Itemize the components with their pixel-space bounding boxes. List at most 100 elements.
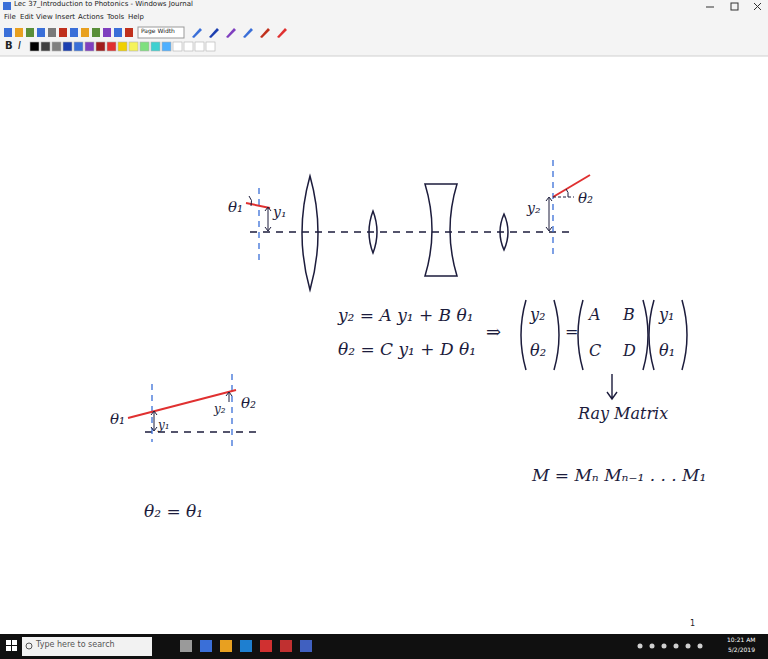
clock-date: 5/2/2019 [728, 647, 755, 654]
tray-icon [686, 644, 691, 649]
matrix-product: M = Mₙ Mₙ₋₁ . . . M₁ [532, 466, 706, 485]
matrix-bracket [643, 300, 648, 370]
palette-swatch [195, 42, 204, 51]
angle-mark [249, 196, 252, 206]
height-arrow [226, 392, 232, 402]
window-title: Lec 37_Introduction to Photonics - Windo… [14, 1, 193, 9]
menu-item: File [4, 14, 16, 22]
palette-swatch [63, 42, 72, 51]
angle-symbol: θ₂ [578, 190, 593, 207]
ray [128, 390, 236, 418]
angle-symbol: θ₁ [228, 199, 243, 216]
tray-icon [638, 644, 643, 649]
toolbar-edge [0, 56, 768, 57]
taskbar-app-icon [200, 640, 212, 652]
height-symbol: y₂ [527, 201, 541, 216]
matrix-bracket [682, 300, 687, 370]
palette-swatch [30, 42, 39, 51]
vector-entry: y₂ [530, 306, 545, 324]
vector-entry: θ₂ [530, 342, 546, 360]
palette-swatch [140, 42, 149, 51]
taskbar-app-icon [280, 640, 292, 652]
convex-lens [369, 211, 377, 253]
matrix-entry: C [589, 342, 601, 360]
menu-item: Edit [20, 14, 34, 22]
pen-icon [260, 28, 270, 38]
height-symbol: y₁ [273, 205, 287, 220]
tray-icon [650, 644, 655, 649]
search-icon [26, 643, 32, 649]
app-icon [3, 2, 11, 10]
implies-sign: ⇒ [486, 322, 501, 342]
convex-lens [500, 214, 508, 250]
menu-item: Help [128, 14, 144, 22]
output-plane [231, 374, 232, 446]
zoom-value: Page Width [141, 28, 175, 35]
output-plane [552, 160, 553, 258]
menu-item: Actions [78, 14, 104, 22]
taskbar-app-icon [180, 640, 192, 652]
matrix-bracket [649, 300, 654, 370]
matrix-bracket [554, 300, 559, 370]
pen-icon [243, 28, 253, 38]
palette-swatch [162, 42, 171, 51]
toolbar-icon [4, 28, 12, 37]
toolbar-icon [81, 28, 89, 37]
palette-swatch [52, 42, 61, 51]
minimize-icon [706, 7, 714, 8]
search-placeholder: Type here to search [36, 641, 115, 650]
taskbar-app-icon [260, 640, 272, 652]
toolbar-icon [37, 28, 45, 37]
search-box [22, 637, 152, 656]
matrix-entry: B [623, 306, 635, 324]
vector-entry: y₁ [659, 306, 674, 324]
toolbar-icon [26, 28, 34, 37]
tray-icon [662, 644, 667, 649]
bold-button: B [5, 40, 13, 51]
down-arrow [607, 374, 617, 399]
input-ray [246, 203, 270, 208]
tray-icon [698, 644, 703, 649]
zoom-dropdown [138, 27, 184, 38]
palette-swatch [206, 42, 215, 51]
angle-reference [553, 197, 574, 198]
toolbar-icon [103, 28, 111, 37]
palette-swatch [184, 42, 193, 51]
matrix-entry: A [589, 306, 601, 324]
angle-symbol: θ₂ [241, 395, 256, 412]
palette-swatch [151, 42, 160, 51]
height-arrow [265, 207, 271, 231]
taskbar [0, 634, 768, 659]
ray-matrix-label: Ray Matrix [578, 405, 668, 423]
page-number: 1 [690, 620, 695, 629]
taskbar-app-icon [300, 640, 312, 652]
menu-item: View [36, 14, 53, 22]
matrix-bracket [521, 300, 526, 370]
taskbar-app-icon [220, 640, 232, 652]
convex-lens [302, 176, 318, 290]
toolbar-icon [70, 28, 78, 37]
clock-time: 10:21 AM [727, 637, 755, 644]
start-icon [6, 640, 17, 651]
menu-item: Insert [55, 14, 75, 22]
pen-icon [226, 28, 236, 38]
taskbar-icons [180, 640, 703, 652]
toolbar-ground [0, 0, 768, 56]
menu-item: Tools [107, 14, 124, 22]
palette-swatch [41, 42, 50, 51]
vector-entry: θ₁ [659, 342, 675, 360]
angle-mark [566, 189, 568, 197]
taskbar-app-icon [240, 640, 252, 652]
tray-icon [674, 644, 679, 649]
palette-swatch [129, 42, 138, 51]
palette-swatch [96, 42, 105, 51]
height-symbol: y₂ [214, 403, 226, 416]
toolbar-icon [59, 28, 67, 37]
matrix-bracket [578, 300, 583, 370]
maximize-icon [731, 3, 738, 10]
palette-swatch [85, 42, 94, 51]
pen-icon [209, 28, 219, 38]
matrix-entry: D [623, 342, 636, 360]
